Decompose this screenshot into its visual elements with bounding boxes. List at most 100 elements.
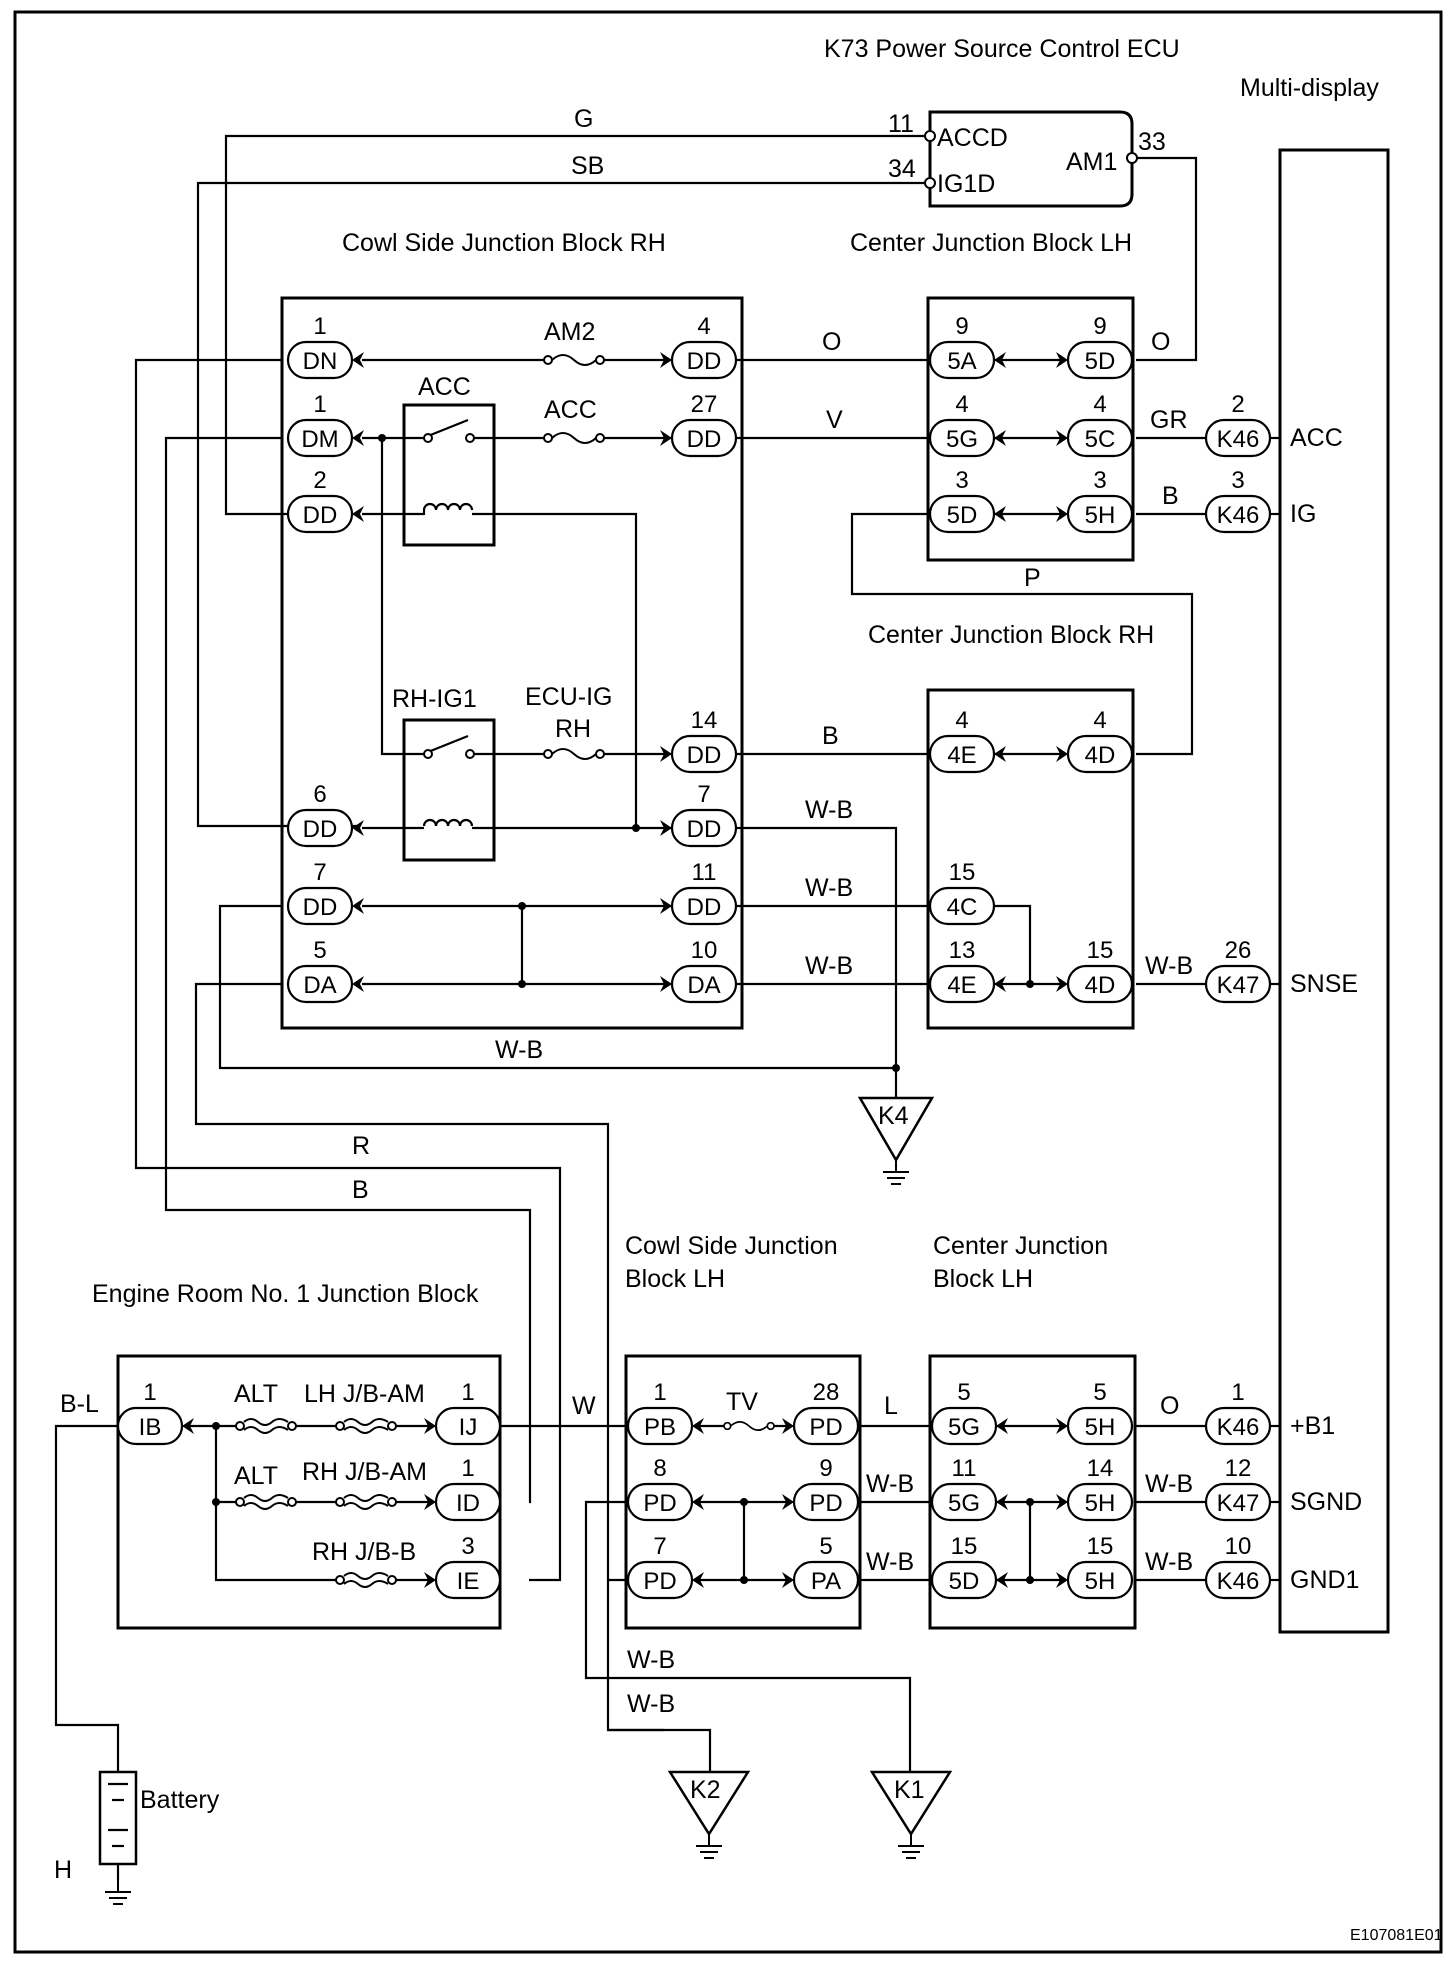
connector-arrow-icon [994,976,1006,992]
connector-4d-4: 4D4 [1056,707,1134,774]
wire-wb-9pd: W-B [866,1470,914,1498]
center-lh-top-title: Center Junction Block LH [850,229,1132,257]
wire-wb-loop: W-B [495,1036,543,1064]
connector-pill [1204,964,1272,1004]
ecu-pin-accd: ACCD [937,124,1008,152]
connector-name: 4D [1085,742,1116,769]
connector-name: DN [303,348,338,375]
connector-pin-number: 1 [313,391,326,418]
cowl-lh-title-1: Cowl Side Junction [625,1232,838,1260]
fuse-ecu-ig-2: RH [555,715,591,743]
connector-pin-number: 1 [1231,1379,1244,1406]
wire-sb: SB [571,152,604,180]
connector-arrow-icon [1056,976,1068,992]
connector-pb-1: PB1 [626,1379,704,1446]
connector-pin-number: 6 [313,781,326,808]
connector-4e-4: 4E4 [928,707,1006,774]
connector-name: 4C [947,894,978,921]
connector-layer: DN1DM1DD2DD6DD7DA5DD4DD27DD14DD7DD11DA10… [116,313,1272,1600]
ground-k4-label: K4 [878,1102,909,1130]
connector-pa-5: PA5 [782,1533,860,1600]
connector-name: IB [139,1414,162,1441]
ecu-pin-am1: AM1 [1066,148,1117,176]
connector-arrow-icon [782,1418,794,1434]
connector-name: DD [303,502,338,529]
connector-arrow-icon [994,506,1006,522]
connector-name: 4E [947,972,976,999]
connector-name: DD [687,426,722,453]
connector-pin-number: 9 [819,1455,832,1482]
connector-name: IJ [459,1414,478,1441]
connector-pd-8: PD8 [626,1455,704,1522]
ecu-num-34: 34 [888,155,916,183]
connector-pin-number: 10 [691,937,718,964]
connector-name: 5A [947,348,976,375]
connector-pin-number: 3 [1231,467,1244,494]
wire-w: W [572,1392,596,1420]
connector-name: 5H [1085,1490,1116,1517]
connector-pin-number: 5 [1093,1379,1106,1406]
cowl-rh-title: Cowl Side Junction Block RH [342,229,666,257]
connector-name: K46 [1217,426,1260,453]
connector-arrow-icon [352,352,364,368]
alt-fusible-1-icon [235,1418,297,1434]
connector-arrow-icon [424,1418,436,1434]
rh-jb-b-label: RH J/B-B [312,1538,416,1566]
connector-dd-7: DD 7 [286,859,364,926]
connector-pin-number: 9 [1093,313,1106,340]
connector-dm-1: DM1 [286,391,364,458]
wire-wb-10da: W-B [805,952,853,980]
connector-name: PA [811,1568,841,1595]
connector-arrow-icon [660,820,672,836]
connector-pin-number: 15 [951,1533,978,1560]
connector-arrow-icon [1056,430,1068,446]
ecu-num-11: 11 [888,110,914,138]
connector-pd-7: PD7 [626,1533,704,1600]
wire-wb-k2: W-B [627,1690,675,1718]
cowl-side-jb-rh [280,296,744,1030]
connector-pin-number: 15 [1087,937,1114,964]
connector-pin-number: 28 [813,1379,840,1406]
center-jb-rh [926,688,1135,1030]
wire-p: P [1024,564,1041,592]
tv-fuse-icon [723,1420,775,1432]
connector-pin-number: 2 [1231,391,1244,418]
connector-dd-2: DD2 [286,467,364,534]
battery-label: Battery [140,1786,220,1814]
connector-arrow-icon [660,430,672,446]
connector-name: K47 [1217,1490,1260,1517]
power-source-ecu [928,110,1134,208]
engine-room-title: Engine Room No. 1 Junction Block [92,1280,479,1308]
lh-jb-am-label: LH J/B-AM [304,1380,425,1408]
ground-k2-icon [695,1833,723,1859]
connector-name: DD [303,894,338,921]
connector-pin-number: 5 [957,1379,970,1406]
connector-arrow-icon [994,746,1006,762]
wire-b-14dd: B [822,722,839,750]
connector-arrow-icon [352,820,364,836]
ecu-num-33: 33 [1138,128,1166,156]
connector-pin-number: 27 [691,391,718,418]
ecu-title: K73 Power Source Control ECU [824,35,1180,63]
cowl-lh-title-2: Block LH [625,1265,725,1293]
connector-arrow-icon [1056,746,1068,762]
lh-jb-am-fusible-icon [335,1418,397,1434]
connector-pin-number: 7 [313,859,326,886]
connector-pin-number: 13 [949,937,976,964]
connector-pin-number: 15 [1087,1533,1114,1560]
wire-wb-7dd: W-B [805,796,853,824]
connector-pill [1204,418,1272,458]
connector-pin-number: 4 [955,391,968,418]
connector-pin-number: 14 [691,707,718,734]
fuse-tv: TV [726,1388,758,1416]
wire-bl: B-L [60,1390,99,1418]
center-rh-title: Center Junction Block RH [868,621,1154,649]
frame [13,10,1443,1954]
rh-jb-am-fusible-icon [335,1494,397,1510]
